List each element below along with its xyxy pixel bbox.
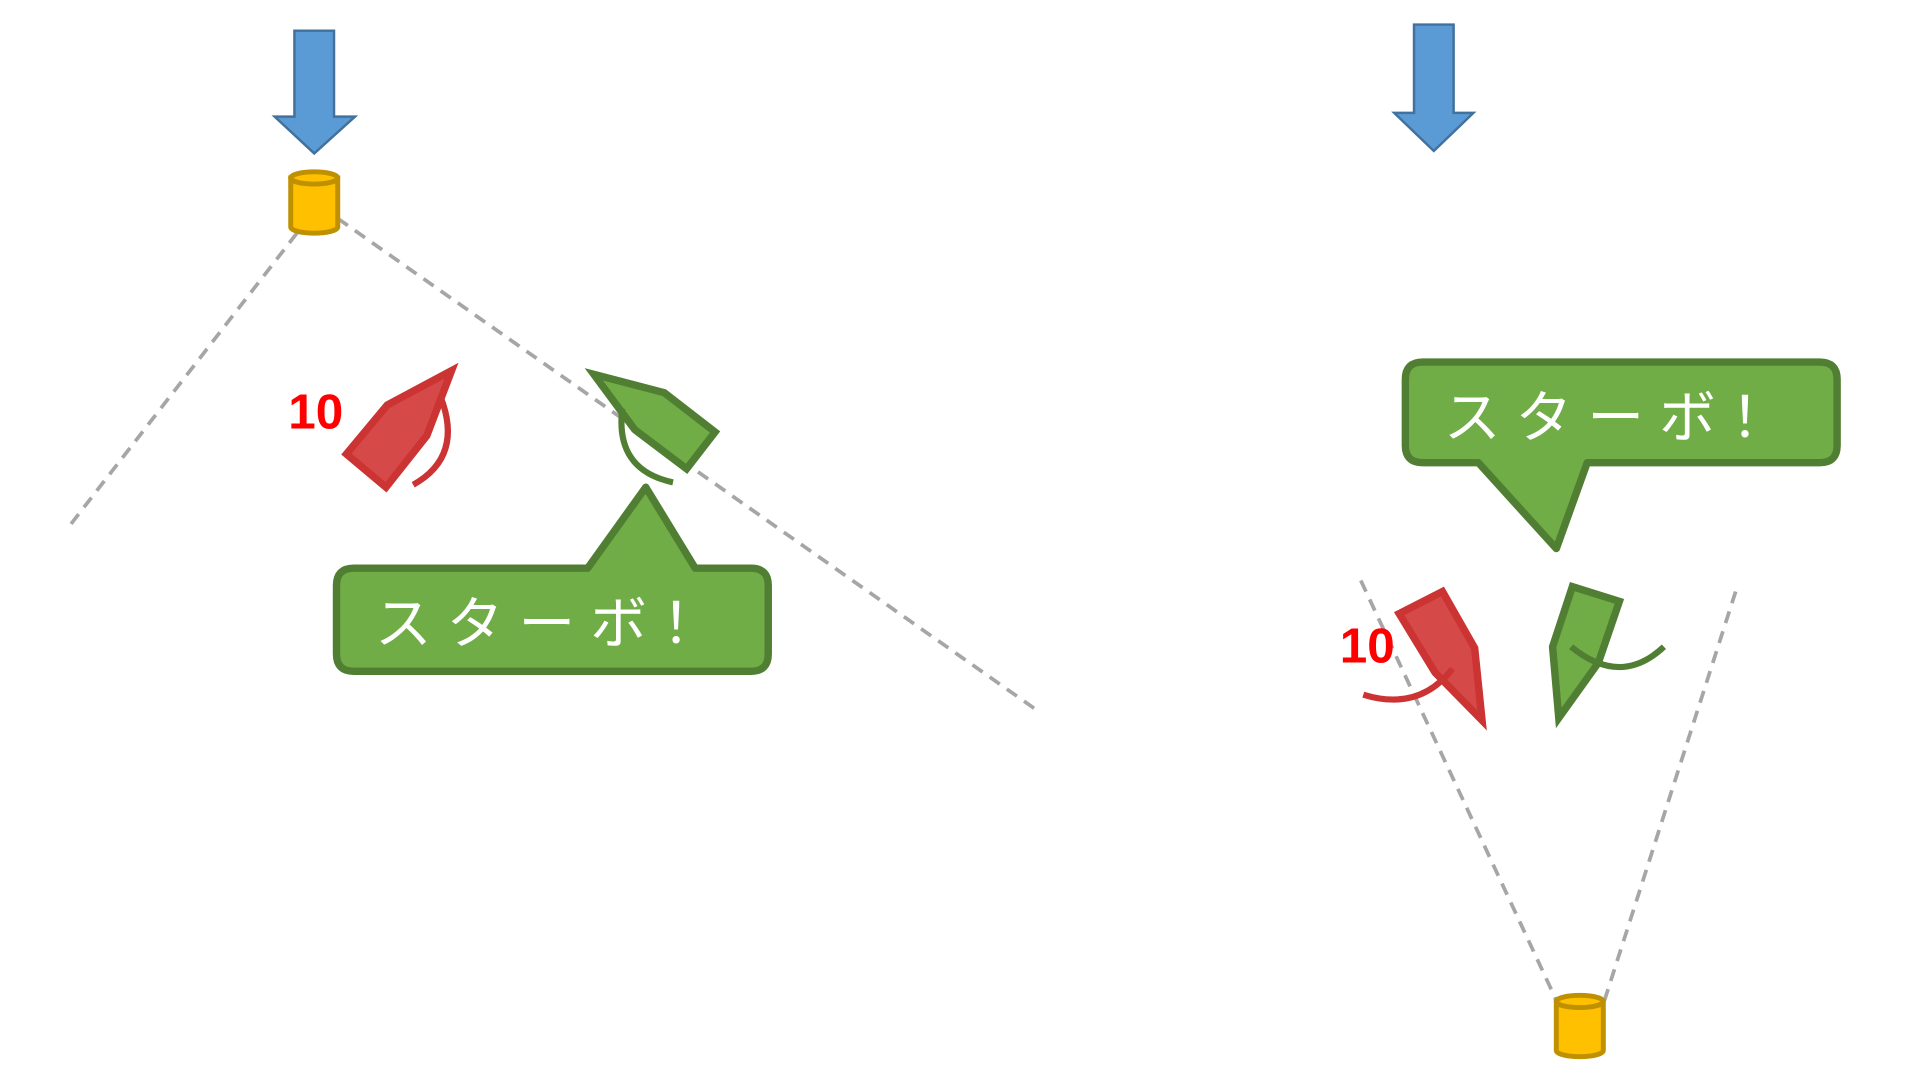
red-boat-icon (341, 362, 459, 493)
wind-arrow-icon (1391, 23, 1477, 153)
mark-buoy-icon (288, 169, 341, 236)
mark-buoy-icon (1553, 992, 1606, 1060)
layline-right (1602, 590, 1738, 1001)
bubble-text: スターボ！ (375, 591, 734, 657)
layline-left (1359, 579, 1558, 1001)
green-boat-icon (584, 368, 721, 486)
right-scene: スターボ！ 10 (1340, 23, 1841, 1060)
red-boat-icon (1362, 586, 1487, 731)
count-label: 10 (1340, 619, 1395, 674)
left-scene: 10 スターボ！ (66, 29, 1041, 714)
speech-bubble (1401, 358, 1841, 553)
count-label: 10 (288, 384, 343, 439)
wind-arrow-icon (271, 29, 359, 156)
green-boat-icon (1548, 582, 1667, 729)
bubble-text: スターボ！ (1444, 385, 1803, 451)
speech-bubble (332, 483, 772, 675)
layline-left (66, 232, 299, 529)
